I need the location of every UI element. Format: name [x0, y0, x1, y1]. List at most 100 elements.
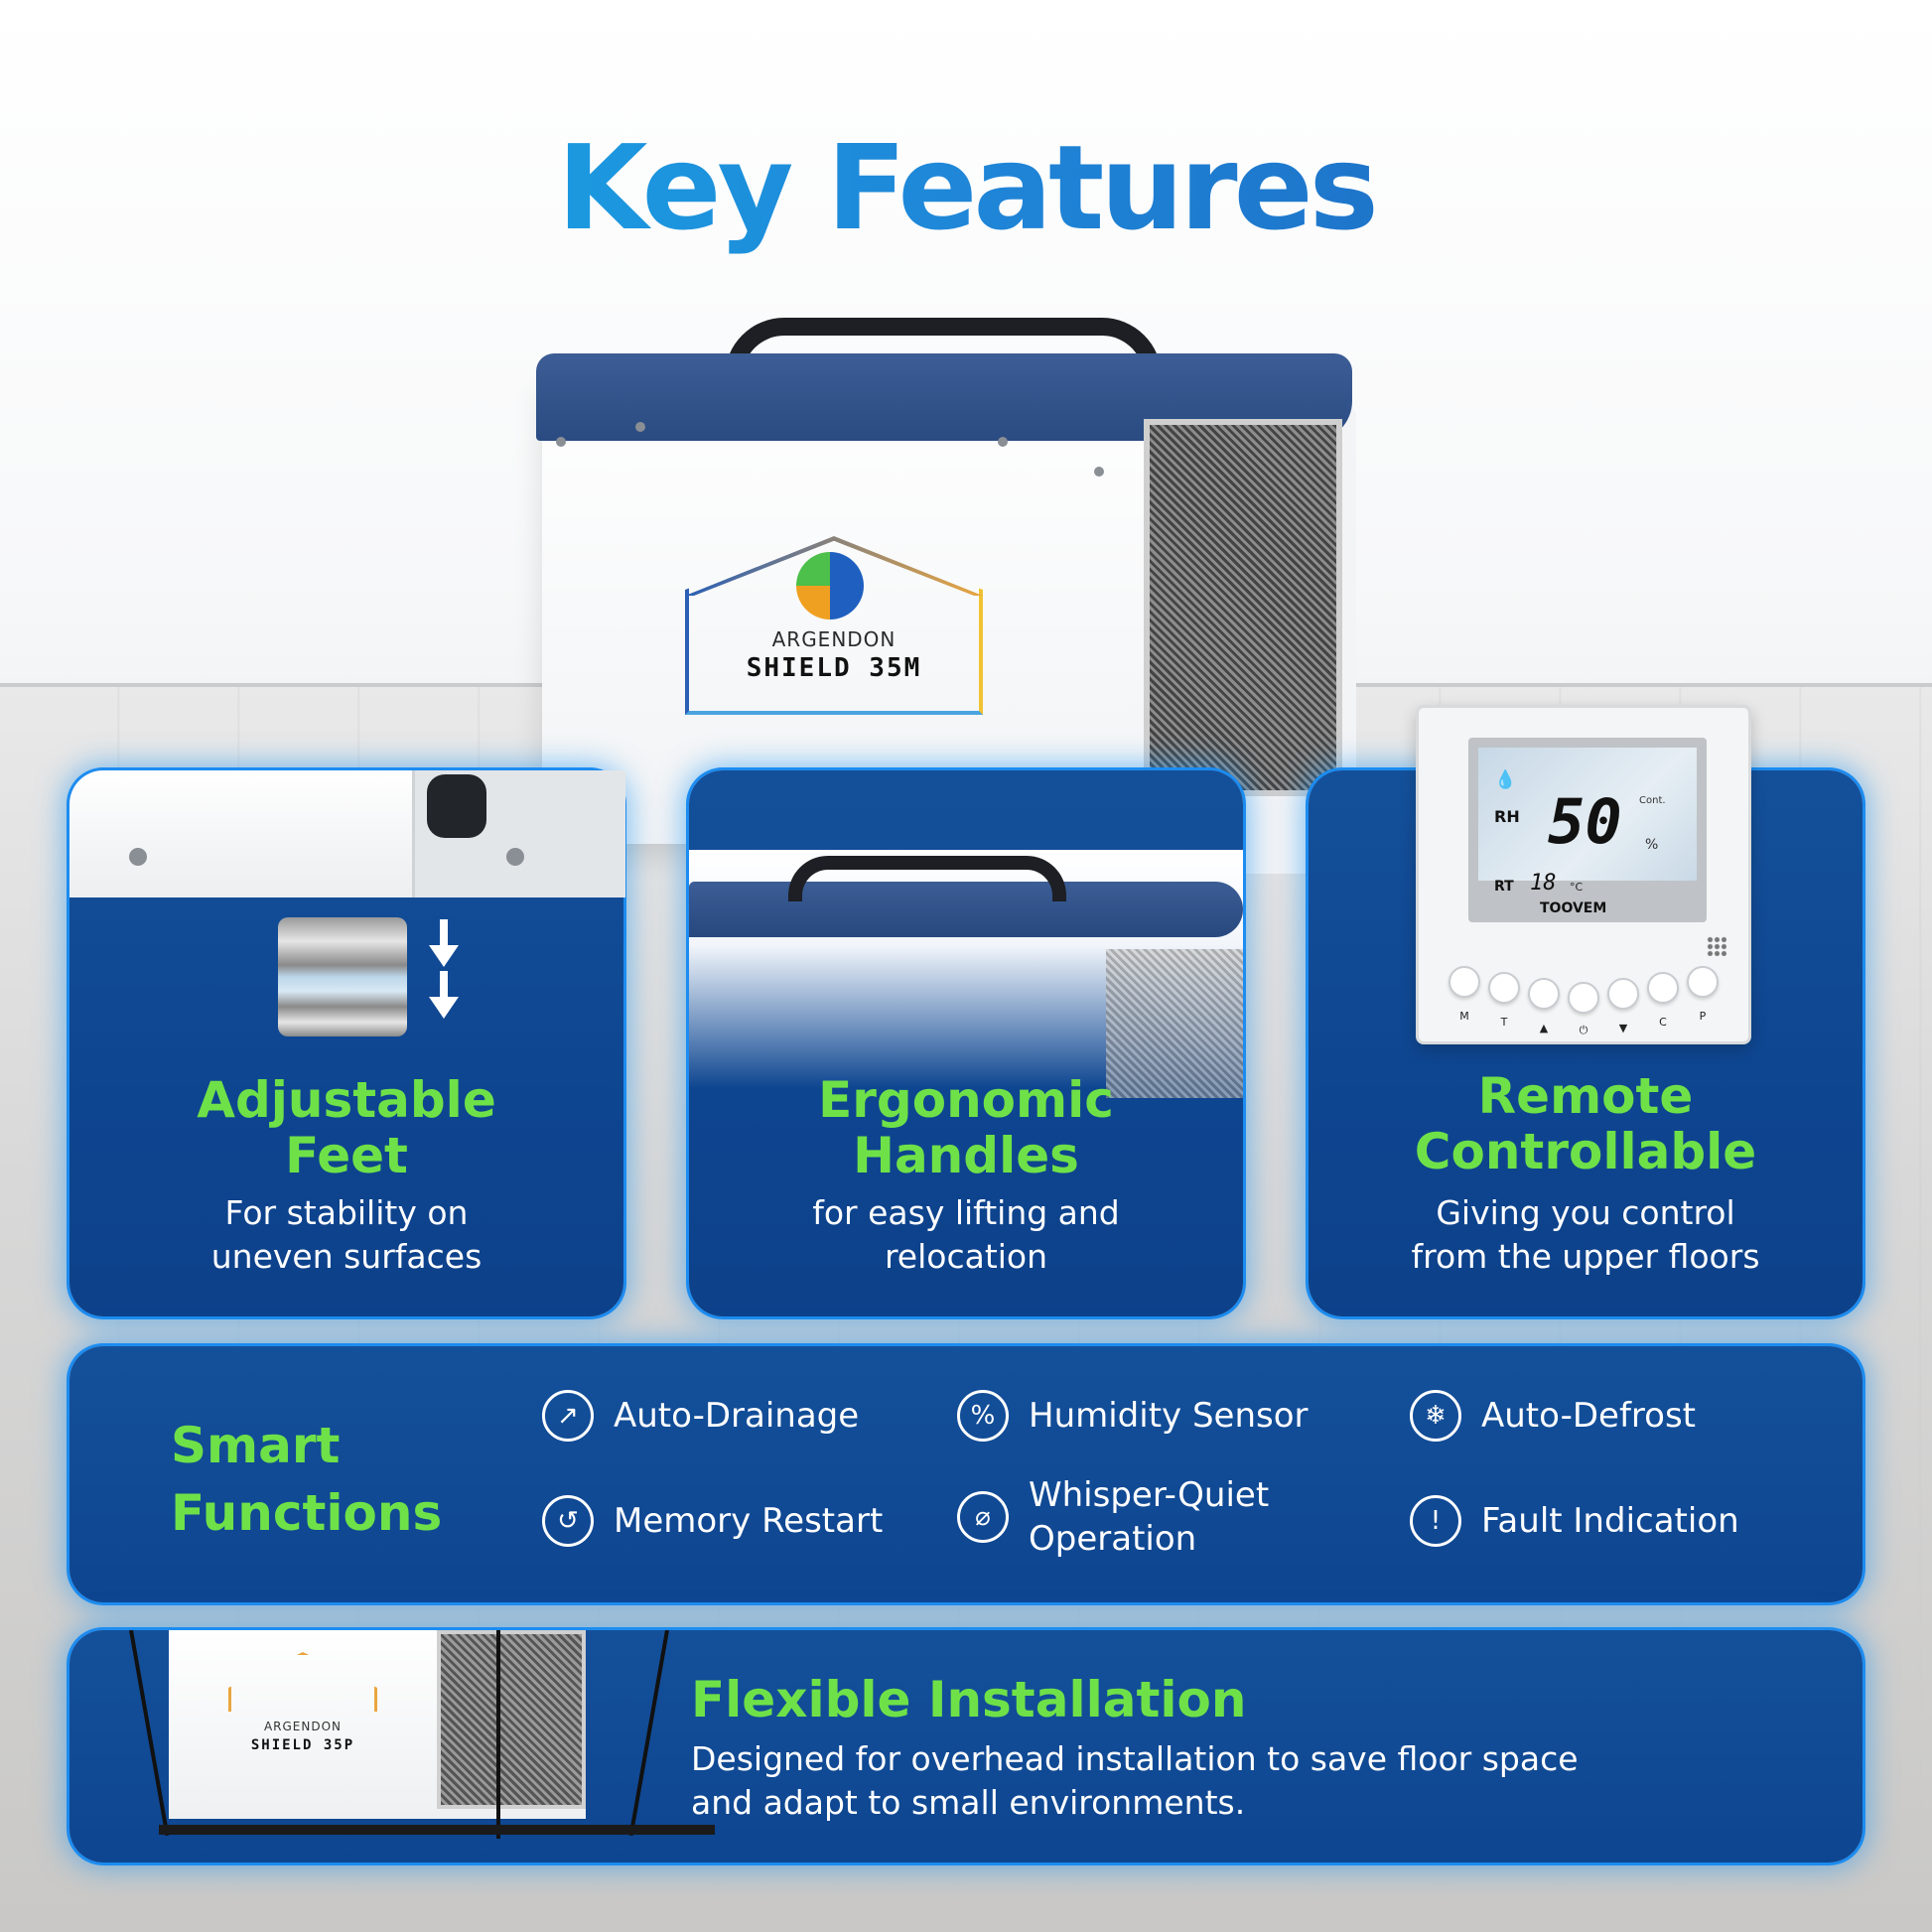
card-desc-line: relocation — [884, 1237, 1048, 1276]
smart-title-line: Smart — [171, 1417, 341, 1474]
rt-label: RT — [1494, 879, 1514, 895]
rh-label: RH — [1494, 807, 1520, 826]
hanging-rope — [496, 1630, 500, 1839]
handle-image — [788, 856, 1066, 901]
feature-label: Memory Restart — [614, 1501, 884, 1541]
page-title: Key Features — [0, 119, 1932, 256]
feature-auto-defrost: ❄ Auto-Defrost — [1410, 1390, 1696, 1442]
feature-fault-indication: ! Fault Indication — [1410, 1495, 1739, 1547]
feature-card-adjustable-feet: Adjustable Feet For stability on uneven … — [69, 770, 625, 1316]
feature-whisper-quiet: ⌀ Whisper-Quiet Operation — [957, 1473, 1269, 1561]
card-desc-line: uneven surfaces — [210, 1237, 483, 1276]
card-title-line: Controllable — [1414, 1123, 1757, 1180]
drainage-icon: ↗ — [542, 1390, 594, 1442]
feature-label: Auto-Drainage — [614, 1396, 860, 1436]
button-label: T — [1500, 1016, 1508, 1029]
button-label: ▼ — [1618, 1022, 1628, 1035]
hanging-unit-model: SHIELD 35P — [250, 1737, 355, 1753]
hanging-rope — [628, 1630, 669, 1837]
rt-unit: °C — [1570, 881, 1584, 894]
flex-desc-line: and adapt to small environments. — [691, 1783, 1246, 1822]
unit-corner-image — [69, 770, 625, 897]
thermostat-button-power[interactable] — [1568, 982, 1599, 1014]
water-drop-icon: 💧 — [1494, 769, 1517, 790]
hanging-bar — [159, 1825, 715, 1835]
flex-desc-line: Designed for overhead installation to sa… — [691, 1739, 1579, 1778]
button-label: P — [1699, 1010, 1707, 1023]
card-title: Remote Controllable — [1309, 1068, 1863, 1179]
feature-label: Auto-Defrost — [1481, 1396, 1696, 1436]
button-label: ▲ — [1539, 1022, 1549, 1035]
feature-label: Fault Indication — [1481, 1501, 1739, 1541]
mute-icon: ⌀ — [957, 1491, 1009, 1543]
speaker-icon — [1707, 936, 1726, 956]
rh-value: 50 — [1548, 785, 1622, 858]
feature-label: Whisper-Quiet Operation — [1029, 1473, 1269, 1561]
card-title-line: Adjustable Feet — [197, 1071, 496, 1184]
card-description: For stability on uneven surfaces — [69, 1191, 623, 1279]
hanging-unit-brand: ARGENDON — [263, 1720, 343, 1733]
remote-thermostat-image: 💧 RH Cont. 50 % RT 18 °C TOOVEM M T ▲ ⏻ … — [1416, 705, 1751, 1044]
product-model: SHIELD 35M — [746, 653, 922, 683]
card-desc-line: for easy lifting and — [812, 1193, 1120, 1232]
humidity-icon: % — [957, 1390, 1009, 1442]
smart-functions-panel: Smart Functions ↗ Auto-Drainage % Humidi… — [69, 1346, 1863, 1602]
button-label: M — [1459, 1010, 1469, 1023]
snowflake-icon: ❄ — [1410, 1390, 1461, 1442]
thermostat-button-up[interactable] — [1528, 978, 1560, 1010]
screw — [998, 437, 1008, 447]
screw — [635, 422, 645, 432]
thermostat-screen — [1478, 748, 1697, 881]
thermostat-button-p[interactable] — [1687, 966, 1719, 998]
rh-unit: % — [1645, 837, 1659, 853]
card-title-line: Handles — [853, 1127, 1079, 1184]
unit-corner-clip — [427, 774, 486, 838]
card-title: Adjustable Feet — [69, 1072, 623, 1183]
card-title-line: Ergonomic — [818, 1071, 1114, 1129]
thermostat-button-c[interactable] — [1647, 972, 1679, 1004]
card-description: Giving you control from the upper floors — [1309, 1191, 1863, 1279]
brand-logo-house — [685, 536, 983, 715]
feature-auto-drainage: ↗ Auto-Drainage — [542, 1390, 859, 1442]
smart-functions-title: Smart Functions — [171, 1412, 508, 1547]
product-body — [542, 377, 1177, 844]
card-title-line: Remote — [1477, 1067, 1694, 1125]
product-brand: ARGENDON — [771, 627, 897, 651]
feature-label-line: Operation — [1029, 1519, 1197, 1559]
screw — [1094, 467, 1104, 477]
thermostat-brand: TOOVEM — [1540, 900, 1607, 916]
thermostat-button-m[interactable] — [1449, 966, 1480, 998]
hanging-unit-image: ARGENDON SHIELD 35P — [129, 1630, 715, 1863]
feature-memory-restart: ↺ Memory Restart — [542, 1495, 883, 1547]
hanging-unit-grille — [437, 1630, 586, 1809]
card-title: Ergonomic Handles — [689, 1072, 1243, 1183]
feature-label-line: Whisper-Quiet — [1029, 1475, 1270, 1515]
card-desc-line: For stability on — [224, 1193, 469, 1232]
brand-logo-emblem — [796, 552, 864, 620]
screw — [506, 848, 524, 866]
cont-label: Cont. — [1639, 795, 1666, 806]
product-grille — [1144, 419, 1342, 796]
rt-value: 18 — [1530, 871, 1557, 896]
button-label: ⏻ — [1579, 1024, 1588, 1036]
card-desc-line: Giving you control — [1436, 1193, 1735, 1232]
handle-unit-top — [689, 882, 1243, 937]
feature-card-ergonomic-handles: Ergonomic Handles for easy lifting and r… — [689, 770, 1243, 1316]
button-label: C — [1659, 1016, 1667, 1029]
card-description: for easy lifting and relocation — [689, 1191, 1243, 1279]
feature-label: Humidity Sensor — [1029, 1396, 1309, 1436]
hanging-rope — [129, 1630, 170, 1837]
restart-icon: ↺ — [542, 1495, 594, 1547]
alert-icon: ! — [1410, 1495, 1461, 1547]
flexible-installation-description: Designed for overhead installation to sa… — [691, 1737, 1823, 1825]
feature-humidity-sensor: % Humidity Sensor — [957, 1390, 1309, 1442]
flexible-installation-panel: ARGENDON SHIELD 35P Flexible Installatio… — [69, 1630, 1863, 1863]
screw — [129, 848, 147, 866]
handle-unit-grille — [1106, 949, 1243, 1098]
card-desc-line: from the upper floors — [1411, 1237, 1760, 1276]
down-arrow-icon — [429, 971, 459, 1021]
flexible-installation-title: Flexible Installation — [691, 1671, 1247, 1728]
thermostat-button-t[interactable] — [1488, 972, 1520, 1004]
thermostat-button-down[interactable] — [1607, 978, 1639, 1010]
smart-title-line: Functions — [171, 1484, 443, 1542]
